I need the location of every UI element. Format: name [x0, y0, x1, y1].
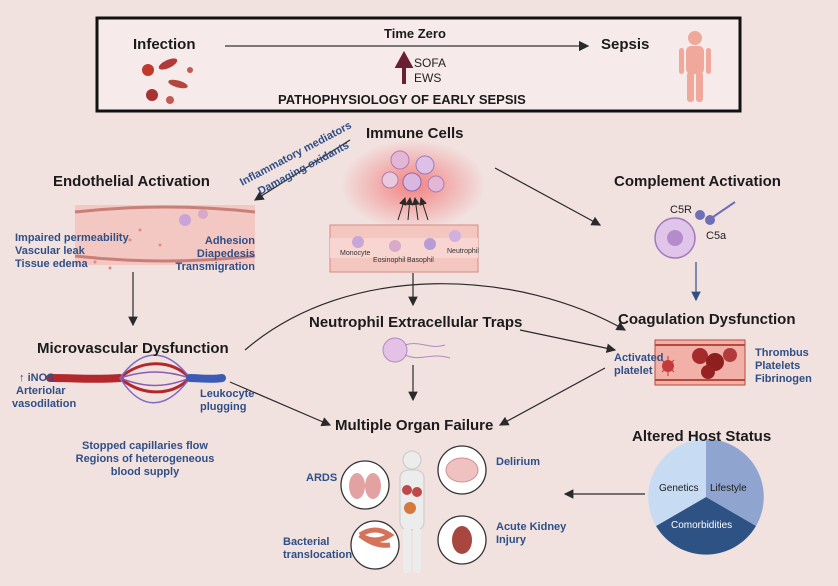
- mof-title: Multiple Organ Failure: [335, 417, 494, 434]
- lungs-icon: [349, 473, 381, 499]
- host-status-pie: [648, 439, 764, 555]
- monocyte-label: Monocyte: [340, 250, 371, 257]
- inos-label: ↑ iNOS: [19, 372, 55, 384]
- plugging-label: plugging: [200, 401, 247, 413]
- net-icon: [382, 337, 451, 363]
- inos-text: iNOS: [27, 372, 55, 384]
- microbes-icon: [142, 58, 193, 104]
- arteriolar-label: Arteriolar: [16, 385, 66, 397]
- comorbidities-label: Comorbidities: [671, 520, 733, 531]
- ards-label: ARDS: [306, 472, 338, 484]
- microvascular-network: [46, 354, 226, 404]
- score-up-arrow: [394, 50, 414, 84]
- net-title: Neutrophil Extracellular Traps: [309, 314, 523, 331]
- brain-icon: [445, 457, 479, 483]
- heterogeneous-label: Regions of heterogeneous: [75, 453, 215, 465]
- eosinophil-label: Eosinophil: [373, 257, 406, 264]
- genetics-label: Genetics: [659, 483, 699, 494]
- immune-cells-title: Immune Cells: [366, 125, 464, 142]
- infection-label: Infection: [133, 36, 196, 53]
- complement-cell-icon: [654, 201, 736, 259]
- coagulation-title: Coagulation Dysfunction: [618, 311, 796, 328]
- impaired-permeability-label: Impaired permeability: [15, 232, 129, 244]
- microvascular-title: Microvascular Dysfunction: [37, 340, 229, 357]
- vasodilation-label: vasodilation: [12, 398, 77, 410]
- human-organs-icon: [399, 450, 425, 573]
- flow-arrows: [128, 139, 645, 499]
- host-status-title: Altered Host Status: [632, 428, 772, 445]
- c5r-label: C5R: [670, 204, 693, 216]
- blood-supply-label: blood supply: [110, 466, 180, 478]
- migration-arrows: [397, 197, 429, 221]
- page-title: PATHOPHYSIOLOGY OF EARLY SEPSIS: [278, 92, 526, 107]
- sepsis-label: Sepsis: [601, 36, 650, 53]
- activated-label: Activated: [614, 352, 664, 364]
- intestine-icon: [358, 527, 395, 548]
- stopped-capillaries-label: Stopped capillaries flow: [82, 440, 208, 452]
- lifestyle-label: Lifestyle: [710, 483, 747, 494]
- adhesion-label: Adhesion: [204, 235, 255, 247]
- coagulation-vessel: [654, 339, 746, 386]
- time-zero-label: Time Zero: [384, 26, 446, 41]
- bacterial-label: Bacterial: [283, 536, 330, 548]
- translocation-label: translocation: [283, 549, 353, 561]
- transmigration-label: Transmigration: [175, 261, 255, 273]
- kidney-icon: [452, 526, 472, 554]
- tissue-edema-label: Tissue edema: [15, 258, 88, 270]
- platelet-label: platelet: [614, 365, 653, 377]
- endothelial-vessel: [74, 205, 256, 270]
- c5a-label: C5a: [706, 230, 727, 242]
- endothelial-title: Endothelial Activation: [53, 173, 210, 190]
- sofa-label: SOFA: [414, 56, 447, 70]
- fibrinogen-label: Fibrinogen: [755, 373, 812, 385]
- delirium-label: Delirium: [496, 456, 541, 468]
- header-box: [95, 16, 742, 113]
- ews-label: EWS: [414, 71, 442, 85]
- complement-title: Complement Activation: [614, 173, 781, 190]
- immune-cells-cluster: [381, 150, 445, 193]
- vascular-leak-label: Vascular leak: [15, 245, 85, 257]
- acute-kidney-label: Acute Kidney: [496, 521, 567, 533]
- basophil-label: Basophil: [407, 257, 434, 264]
- platelets-label: Platelets: [755, 360, 801, 372]
- diapedesis-label: Diapedesis: [196, 248, 255, 260]
- human-body-icon: [679, 31, 711, 102]
- thrombus-label: Thrombus: [755, 347, 809, 359]
- leukocyte-label: Leukocyte: [200, 388, 255, 400]
- neutrophil-label: Neutrophil: [447, 248, 479, 255]
- injury-label: Injury: [496, 534, 526, 546]
